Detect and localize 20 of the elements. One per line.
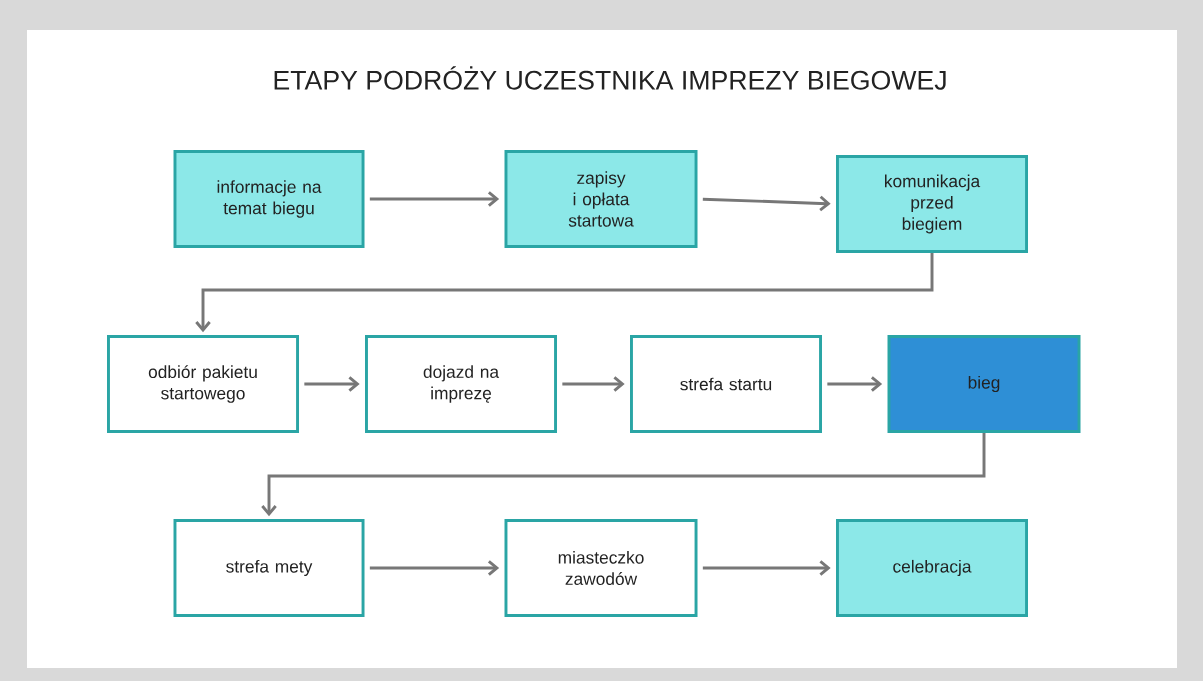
- process-box: bieg: [887, 335, 1081, 433]
- arrow: [369, 191, 500, 207]
- process-box: zapisy i opłata startowa: [504, 150, 698, 248]
- process-box: komunikacja przed biegiem: [836, 155, 1028, 253]
- arrow: [195, 253, 934, 333]
- arrow: [304, 376, 360, 392]
- process-box: strefa startu: [630, 335, 822, 433]
- process-box: strefa mety: [173, 519, 365, 617]
- arrow: [702, 560, 831, 576]
- process-box: odbiór pakietu startowego: [107, 335, 299, 433]
- arrow: [702, 195, 831, 212]
- arrow: [369, 560, 500, 576]
- process-box: informacje na temat biegu: [173, 150, 365, 248]
- process-box: celebracja: [836, 519, 1028, 617]
- process-box: dojazd na imprezę: [365, 335, 557, 433]
- arrow: [562, 376, 625, 392]
- process-box: miasteczko zawodów: [504, 519, 698, 617]
- title: ETAPY PODRÓŻY UCZESTNIKA IMPREZY BIEGOWEJ: [274, 66, 946, 90]
- arrow: [827, 376, 883, 392]
- arrow: [261, 433, 986, 517]
